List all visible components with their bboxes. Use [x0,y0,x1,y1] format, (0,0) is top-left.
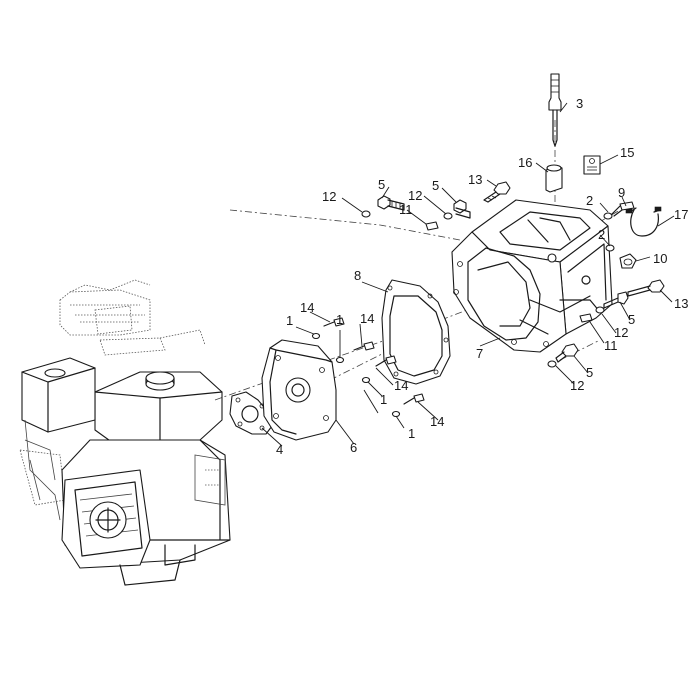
callout-8: 8 [354,268,361,283]
plug-part-10 [619,253,637,269]
gearbox-housing-part-7 [451,199,613,353]
callout-5: 5 [378,177,385,192]
callout-14: 14 [394,378,408,393]
washer-part-1 [335,356,345,364]
callout-5: 5 [628,312,635,327]
washer-part-1 [311,332,321,340]
gasket-part-8 [381,279,451,385]
callout-17: 17 [674,207,688,222]
washer-part-12 [595,306,605,314]
callout-2: 2 [598,227,605,242]
washer-part-1 [391,410,401,418]
callout-12: 12 [614,325,628,340]
sensor-cable-part-17 [625,206,662,237]
callout-5: 5 [586,365,593,380]
callout-12: 12 [570,378,584,393]
callout-1: 1 [408,426,415,441]
callout-13: 13 [674,296,688,311]
stud-part-9 [611,201,635,217]
callout-12: 12 [322,189,336,204]
callout-11: 11 [604,338,618,353]
washer-part-2 [605,244,615,252]
engine-assembly [19,279,231,586]
dowel-part-11 [579,313,593,323]
callout-9: 9 [618,185,625,200]
callout-5: 5 [432,178,439,193]
dowel-part-11 [425,221,439,231]
callout-14: 14 [360,311,374,326]
callout-1: 1 [380,392,387,407]
callout-1: 1 [286,313,293,328]
bolt-part-5 [377,195,405,211]
bolt-part-13 [627,279,665,297]
leader-lines [261,102,675,447]
callout-16: 16 [518,155,532,170]
callout-15: 15 [620,145,634,160]
bolt-part-5 [453,199,471,219]
bolt-part-5 [555,343,579,363]
callout-6: 6 [350,440,357,455]
bolt-part-13 [483,181,511,203]
callout-labels: 1 1 1 1 2 2 3 4 5 5 5 5 6 7 8 9 10 11 11… [276,96,688,457]
callout-13: 13 [468,172,482,187]
callout-7: 7 [476,346,483,361]
bolt-part-14 [403,393,425,405]
callout-14: 14 [430,414,444,429]
bolt-part-14 [323,317,345,327]
washer-part-2 [603,212,613,220]
gasket-part-4 [229,391,273,435]
callout-14: 14 [300,300,314,315]
callout-3: 3 [576,96,583,111]
washer-part-12 [547,360,557,368]
washer-part-12 [361,210,371,218]
label-part-15 [583,155,601,175]
callout-1: 1 [336,312,343,327]
washer-part-1 [361,376,371,384]
bolt-part-5 [603,291,629,309]
oil-fill-sleeve-part-16 [545,164,563,193]
dipstick-part-3 [548,73,562,147]
callout-4: 4 [276,442,283,457]
bolt-part-14 [353,341,375,351]
bolt-part-14 [375,355,397,367]
callout-10: 10 [653,251,667,266]
callout-12: 12 [408,188,422,203]
adapter-plate-part-6 [261,339,337,441]
callout-2: 2 [586,193,593,208]
callout-11: 11 [399,202,413,217]
washer-part-12 [443,212,453,220]
